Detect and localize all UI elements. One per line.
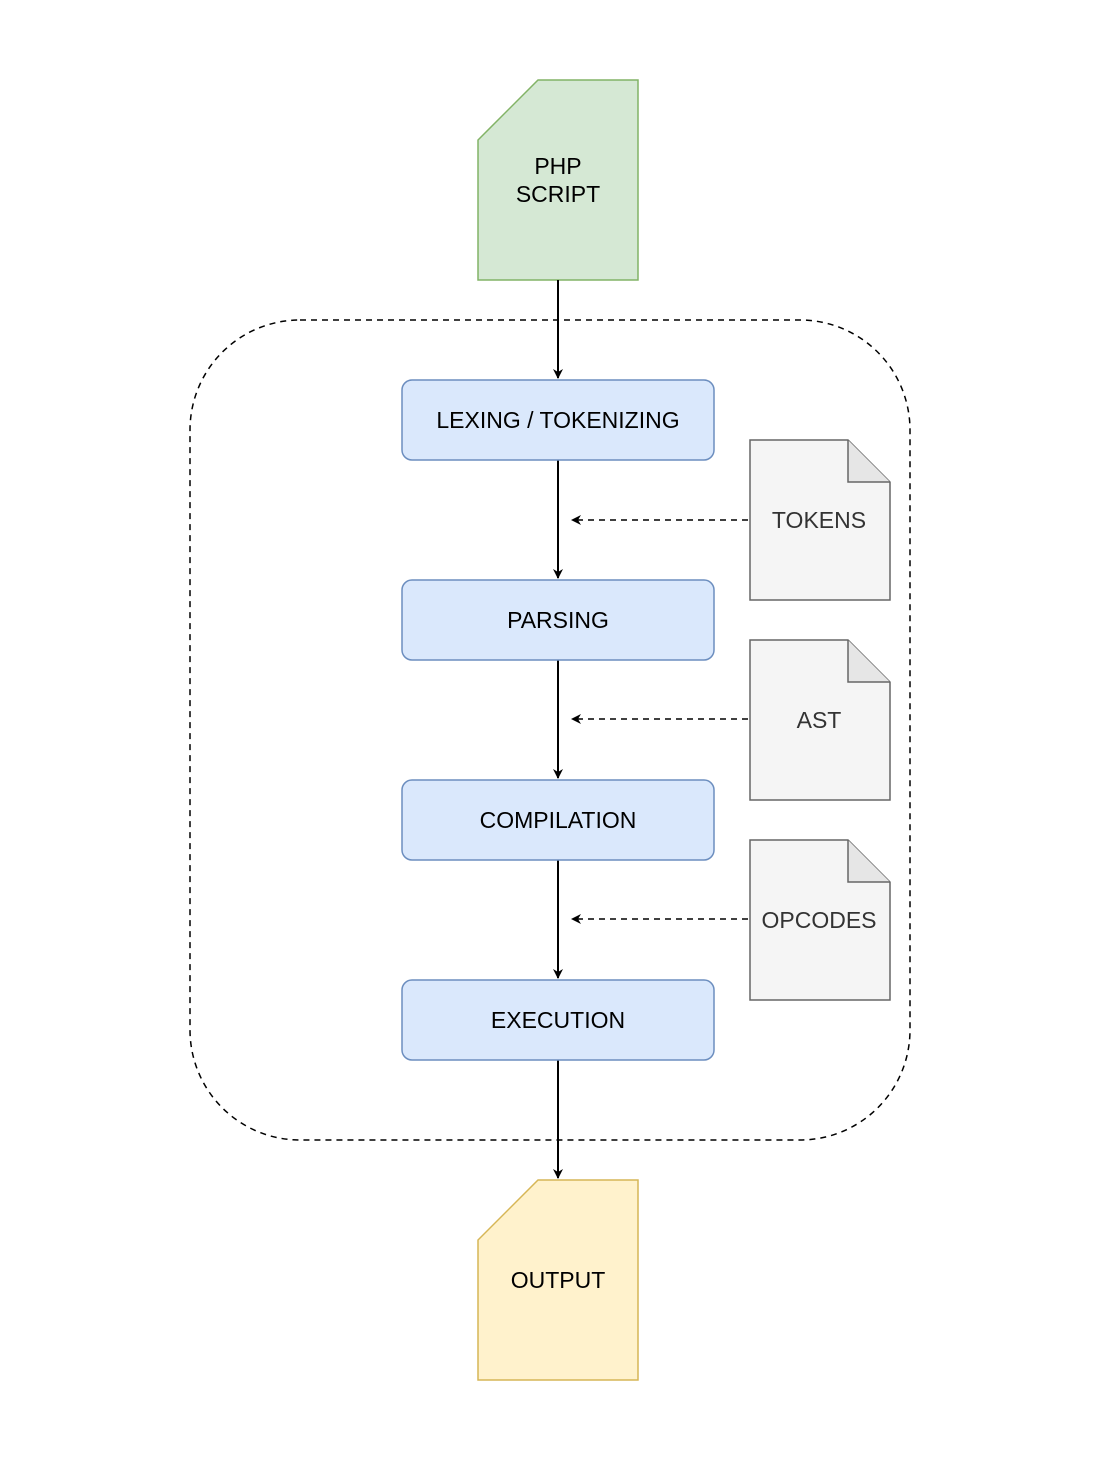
php-script-label-line2: SCRIPT	[516, 181, 600, 207]
stage-parsing: PARSING	[401, 579, 715, 661]
artifact-opcodes-label: OPCODES	[761, 907, 876, 933]
artifact-tokens-label: TOKENS	[772, 507, 866, 533]
stage-lexing-box	[401, 379, 715, 461]
output-card-shape	[477, 1179, 639, 1381]
engine-container	[189, 319, 911, 1141]
artifact-opcodes: OPCODES	[749, 839, 891, 1001]
artifact-tokens-fold	[847, 440, 890, 483]
php-script-card-shape	[477, 79, 639, 281]
stage-lexing: LEXING / TOKENIZING	[401, 379, 715, 461]
stage-execution: EXECUTION	[401, 979, 715, 1061]
stage-execution-label: EXECUTION	[491, 1007, 625, 1033]
output-label: OUTPUT	[511, 1267, 606, 1293]
php-script-card: PHP SCRIPT	[477, 79, 639, 281]
artifact-opcodes-fold	[847, 840, 890, 883]
stage-parsing-box	[401, 579, 715, 661]
php-script-label-line1: PHP	[534, 153, 581, 179]
stage-parsing-label: PARSING	[507, 607, 609, 633]
stage-compilation-box	[401, 779, 715, 861]
artifact-ast-label: AST	[797, 707, 842, 733]
stage-execution-box	[401, 979, 715, 1061]
artifact-ast-fold	[847, 640, 890, 683]
output-card: OUTPUT	[477, 1179, 639, 1381]
stage-compilation-label: COMPILATION	[480, 807, 637, 833]
stage-lexing-label: LEXING / TOKENIZING	[436, 407, 679, 433]
artifact-ast: AST	[749, 639, 891, 801]
artifact-tokens: TOKENS	[749, 439, 891, 601]
stage-compilation: COMPILATION	[401, 779, 715, 861]
